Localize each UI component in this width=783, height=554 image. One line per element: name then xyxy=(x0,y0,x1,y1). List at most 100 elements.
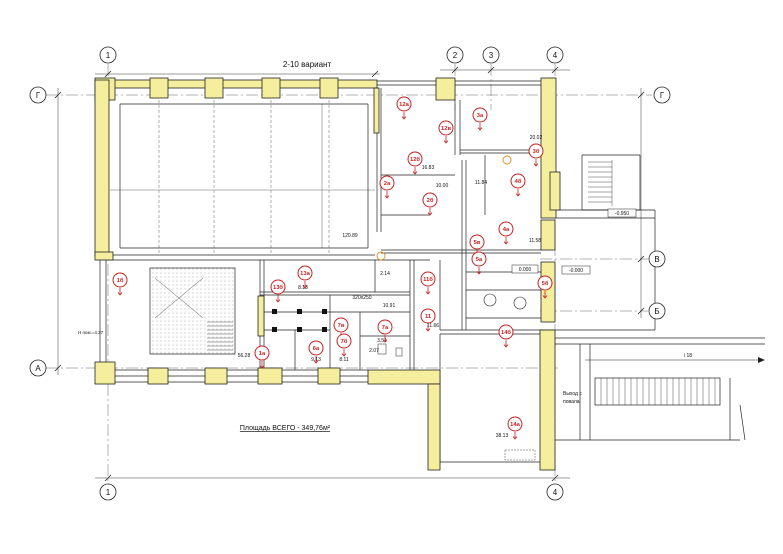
room-marker-label: 12а xyxy=(399,102,409,108)
room-marker-14a: 14а xyxy=(507,416,523,440)
sanitary-fixture xyxy=(377,343,387,355)
room-direction-arrow-icon xyxy=(427,208,433,216)
room-marker-circle xyxy=(112,272,128,288)
room-marker-circle xyxy=(379,175,395,191)
room-marker-label: 7б xyxy=(341,338,348,345)
slope-arrowhead xyxy=(758,357,765,363)
area-label: 11.66 xyxy=(427,323,439,329)
room-marker-11b: 11б xyxy=(420,271,436,295)
wall-segment xyxy=(94,79,110,257)
room-marker-circle xyxy=(333,317,349,333)
axis-label: 3 xyxy=(489,51,494,60)
axis-label: 4 xyxy=(553,488,558,497)
sanitary-fixture xyxy=(513,296,527,310)
room-marker-circle xyxy=(438,120,454,136)
room-marker-label: 12б xyxy=(410,156,420,163)
dimension-tick xyxy=(104,70,112,78)
column xyxy=(322,327,327,332)
wall-segment xyxy=(257,295,265,337)
room-marker-circle xyxy=(469,234,485,250)
room-marker-label: 5а xyxy=(476,257,483,263)
area-label: 16.83 xyxy=(422,165,435,171)
room-marker-2b: 2б xyxy=(422,192,438,216)
room-marker-circle xyxy=(472,107,488,123)
room-direction-arrow-icon xyxy=(515,189,521,197)
axis-marker-right-b: Б xyxy=(648,302,666,320)
axis-marker-left-g: Г xyxy=(29,86,47,104)
axis-marker-right-v: В xyxy=(648,250,666,268)
axis-marker-bottom-4: 4 xyxy=(546,483,564,501)
stairwell-left xyxy=(149,267,236,355)
annotations: 320х250 Н пом.=4.37 Выход с повала i 18 xyxy=(78,295,692,405)
room-direction-arrow-icon xyxy=(275,295,281,303)
axis-label: Г xyxy=(660,91,665,100)
room-marker-5a: 5а xyxy=(471,251,487,275)
axis-label: 4 xyxy=(553,51,558,60)
axis-circle xyxy=(29,86,47,104)
area-label: 10.91 xyxy=(383,303,396,309)
wall-segment xyxy=(317,367,341,385)
wall-segment xyxy=(147,367,169,385)
room-marker-label: 11 xyxy=(425,314,432,320)
level-marks: 0.000 -0.000 -0.950 xyxy=(511,208,637,275)
room-marker-3a: 3а xyxy=(472,107,488,131)
room-marker-label: 5в xyxy=(474,240,481,246)
axis-label: Г xyxy=(36,91,41,100)
dimension-tick xyxy=(637,91,645,99)
room-marker-label: 5б xyxy=(542,280,549,287)
room-marker-circle xyxy=(528,143,544,159)
wall-segment xyxy=(204,77,224,99)
area-label: 56.28 xyxy=(238,353,251,359)
wall-segment xyxy=(94,251,114,261)
area-label: 8.11 xyxy=(339,357,349,363)
level-label: 0.000 xyxy=(519,267,532,273)
room-marker-4b: 4б xyxy=(510,173,526,197)
room-direction-arrow-icon xyxy=(117,288,123,296)
axis-circle xyxy=(482,46,500,64)
room-marker-circle xyxy=(498,221,514,237)
area-label: 20.02 xyxy=(530,135,543,141)
room-marker-label: 3б xyxy=(533,148,540,155)
room-marker-13b: 13б xyxy=(270,279,286,303)
area-label: 120.89 xyxy=(342,233,358,239)
room-marker-1b: 1б xyxy=(112,272,128,296)
room-marker-label: 3а xyxy=(477,113,484,119)
area-label: 3.51 xyxy=(377,338,387,344)
level-box xyxy=(561,265,591,275)
column xyxy=(297,327,302,332)
plan-title: 2-10 вариант xyxy=(283,60,332,69)
opening-size-note: 320х250 xyxy=(352,295,371,301)
room-markers: 12а 12в 12б 3а 3б 2а 2б 4б 4а 5в 5а 5б 1… xyxy=(112,96,553,440)
room-marker-1a: 1а xyxy=(254,345,270,369)
room-marker-circle xyxy=(254,345,270,361)
axis-circle xyxy=(648,302,666,320)
area-label: 2.14 xyxy=(380,271,390,277)
total-area-label: Площадь ВСЕГО - 349,76м² xyxy=(240,425,331,432)
axis-circle xyxy=(446,46,464,64)
room-marker-circle xyxy=(498,324,514,340)
room-marker-13a: 13а xyxy=(297,265,313,289)
room-direction-arrow-icon xyxy=(533,159,539,167)
wall-segment xyxy=(204,367,228,385)
axis-label: 2 xyxy=(453,51,458,60)
column xyxy=(272,309,277,314)
room-marker-label: 1б xyxy=(117,277,124,284)
axis-marker-top-2: 2 xyxy=(446,46,464,64)
slope-note: i 18 xyxy=(684,353,692,359)
room-direction-arrow-icon xyxy=(401,112,407,120)
room-marker-label: 13а xyxy=(300,271,310,277)
axis-label: А xyxy=(35,364,41,373)
axis-circle xyxy=(99,46,117,64)
exterior-stair xyxy=(594,377,721,406)
room-marker-circle xyxy=(270,279,286,295)
room-marker-12b: 12б xyxy=(407,151,423,175)
room-direction-arrow-icon xyxy=(503,340,509,348)
wall-segment xyxy=(257,367,283,385)
room-direction-arrow-icon xyxy=(382,335,388,343)
room-height-note: Н пом.=4.37 xyxy=(78,330,104,335)
area-label: 2.07 xyxy=(369,348,379,354)
axis-label: Б xyxy=(654,307,659,316)
room-marker-label: 2б xyxy=(427,197,434,204)
wall-segment xyxy=(373,87,380,134)
